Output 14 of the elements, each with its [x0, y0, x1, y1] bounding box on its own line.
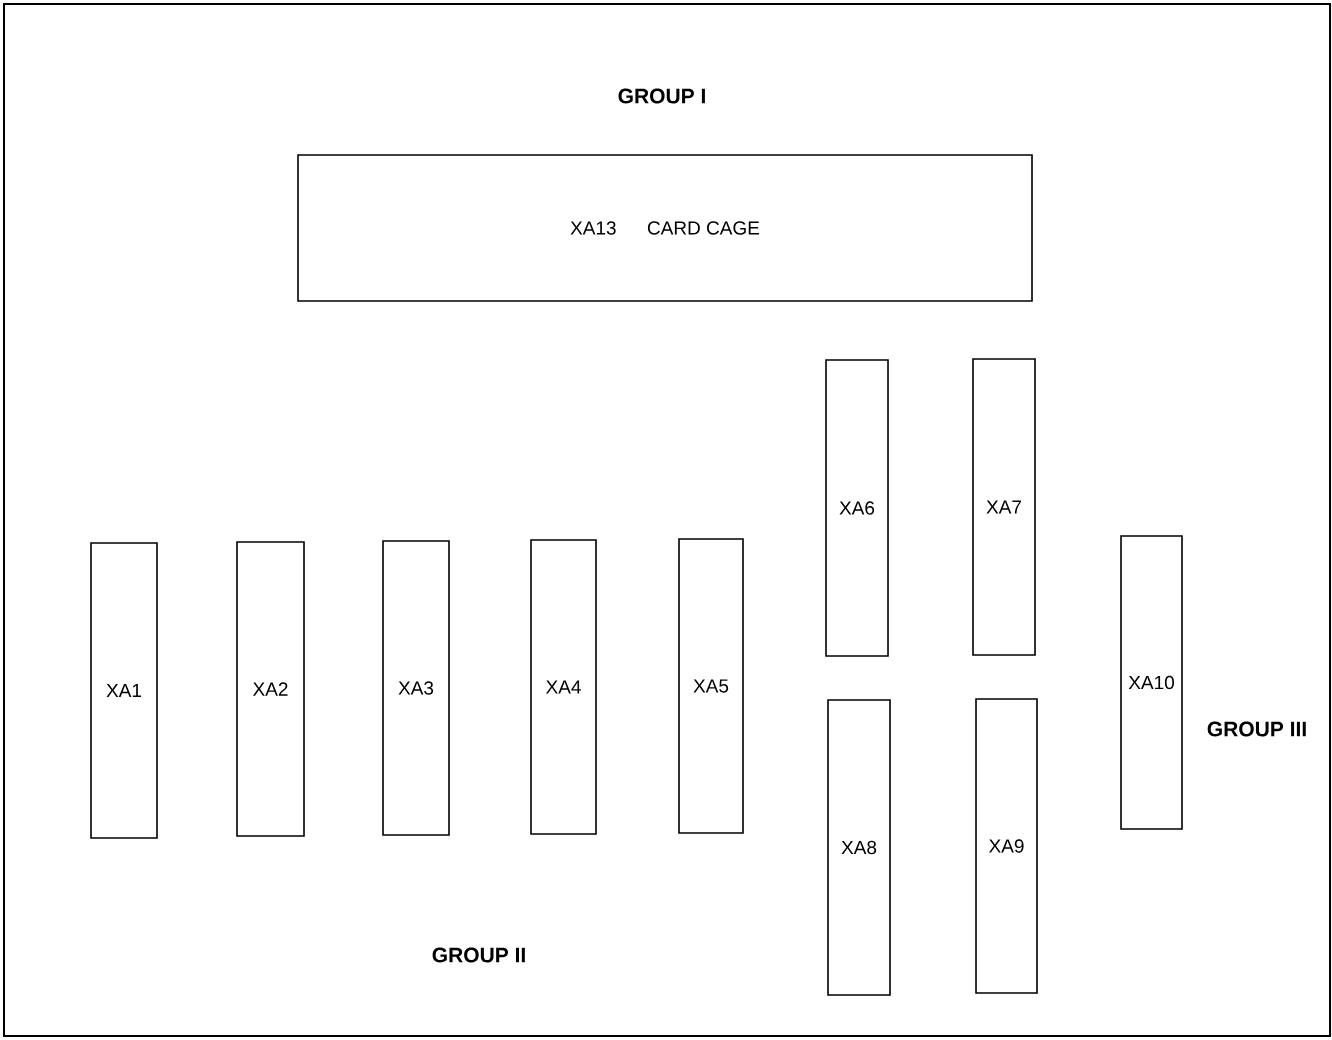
card-slot-box: XA9: [975, 698, 1038, 994]
card-slot-box: XA5: [678, 538, 744, 834]
card-cage-box: XA13 CARD CAGE: [297, 154, 1033, 302]
group-label: GROUP III: [1207, 721, 1306, 737]
card-slot-box: XA8: [827, 699, 891, 996]
group-label: GROUP II: [432, 947, 525, 963]
card-slot-box: XA4: [530, 539, 597, 835]
group-label: GROUP I: [618, 88, 705, 104]
card-slot-box: XA6: [825, 359, 889, 657]
card-slot-box: XA3: [382, 540, 450, 836]
card-slot-box: XA10: [1120, 535, 1183, 830]
card-slot-box: XA1: [90, 542, 158, 839]
card-slot-box: XA7: [972, 358, 1036, 656]
card-slot-box: XA2: [236, 541, 305, 837]
